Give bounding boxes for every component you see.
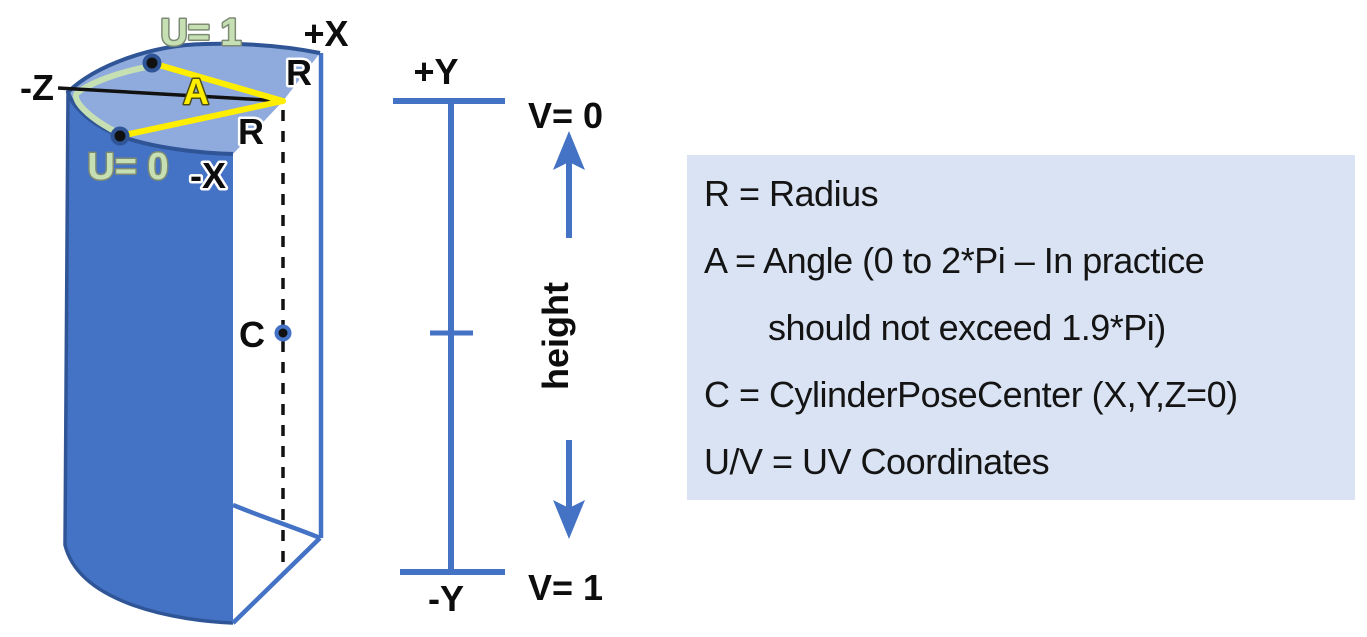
label-radius-top: R (286, 52, 312, 93)
u1-seam-dot (142, 53, 162, 73)
cylinder-body-outline (63, 91, 234, 625)
label-minus-x: -X (190, 155, 226, 196)
label-v1: V= 1 (528, 567, 603, 608)
legend-line-angle: A = Angle (0 to 2*Pi – In practice (704, 240, 1205, 281)
label-u1: U= 1 (160, 12, 241, 54)
up-arrow-head (553, 131, 585, 170)
angle-line-u0 (117, 98, 286, 139)
down-arrow-head (553, 500, 585, 539)
angle-line-u1 (149, 60, 286, 104)
label-plus-x: +X (303, 13, 348, 54)
label-v0: V= 0 (528, 95, 603, 136)
uv-seam-arc (73, 63, 155, 136)
label-height: height (535, 282, 576, 390)
label-radius-side: R (238, 111, 264, 152)
label-plus-y: +Y (413, 51, 458, 92)
legend-line-uv: U/V = UV Coordinates (704, 441, 1050, 482)
cylinder-bottom-cut-edge (231, 536, 322, 625)
legend-line-angle-cont: should not exceed 1.9*Pi) (768, 307, 1166, 348)
legend-line-center: C = CylinderPoseCenter (X,Y,Z=0) (704, 374, 1238, 415)
cylinder-top-rim-outline (65, 41, 321, 156)
legend-line-radius: R = Radius (704, 173, 879, 214)
label-center-c: C (239, 314, 265, 355)
cylinder-bottom-inner-rim (232, 502, 321, 541)
label-minus-z: -Z (20, 67, 54, 108)
legend-box: R = Radius A = Angle (0 to 2*Pi – In pra… (687, 155, 1355, 500)
u0-seam-dot (110, 126, 130, 146)
label-minus-y: -Y (428, 578, 464, 619)
cylinder-body (65, 92, 233, 623)
radius-line (57, 86, 284, 103)
center-point-dot (274, 324, 292, 342)
label-u0: U= 0 (87, 146, 168, 188)
label-angle: A (183, 71, 209, 112)
